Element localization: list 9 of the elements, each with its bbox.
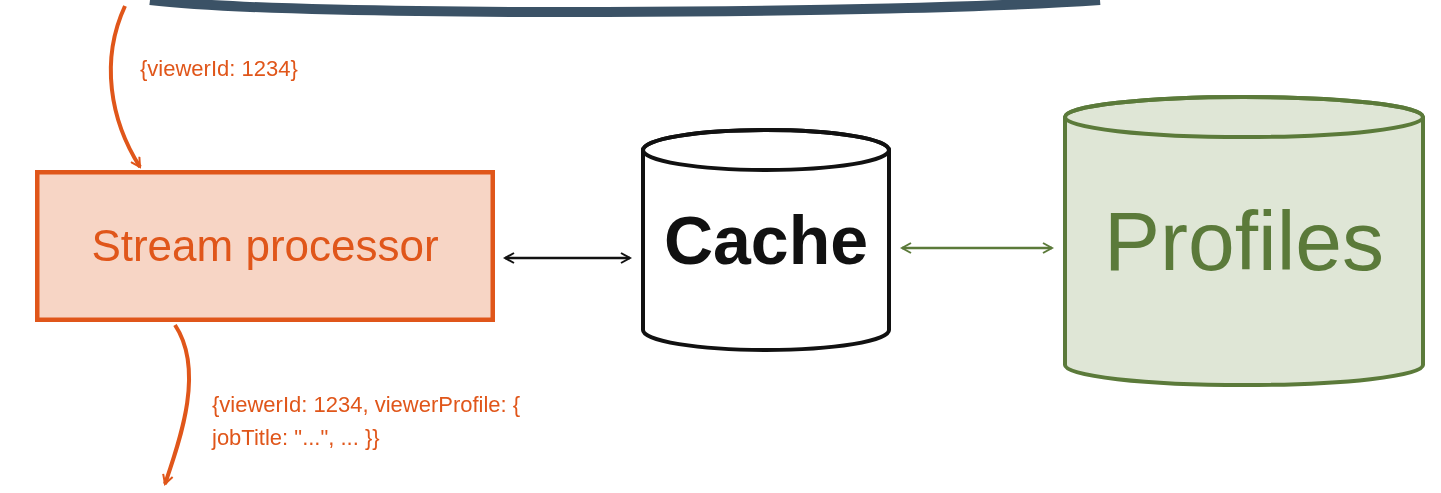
node-label: Stream processor <box>91 220 439 272</box>
node-label: Cache <box>663 201 869 280</box>
edge-label: {viewerId: 1234, viewerProfile: { jobTitle: "...", ... }} <box>212 391 522 452</box>
arrow <box>162 324 192 485</box>
arrow <box>504 252 631 264</box>
arrow <box>901 242 1053 254</box>
node-label: Profiles <box>1103 193 1385 290</box>
arrow <box>108 5 142 168</box>
edge-label: {viewerId: 1234} <box>140 55 299 83</box>
